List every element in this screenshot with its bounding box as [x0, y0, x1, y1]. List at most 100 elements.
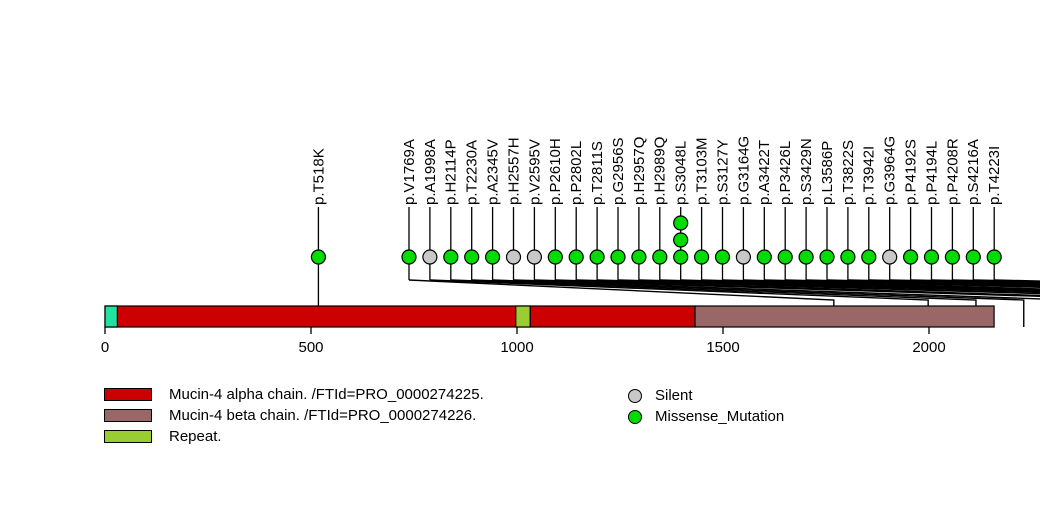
lollipop-circle — [965, 249, 981, 265]
mutation-label: p.S4216A — [965, 139, 982, 205]
axis-tick-label: 2000 — [912, 339, 945, 356]
missense-circle-swatch — [628, 409, 642, 424]
lollipop-connector — [492, 279, 1040, 300]
domain-segment — [515, 305, 531, 328]
domain-segment — [104, 305, 696, 328]
lollipop-circle — [819, 249, 835, 265]
mutation-label: p.P3426L — [777, 141, 794, 205]
lollipop-circle — [840, 249, 856, 265]
lollipop-circle — [526, 249, 543, 265]
mutation-label: p.T2811S — [589, 141, 606, 205]
lollipop-circle — [485, 249, 501, 265]
mutation-label: p.S3127Y — [714, 139, 731, 205]
lollipop-circle — [652, 249, 668, 265]
lollipop-connector — [743, 279, 1040, 290]
mutation-label: p.T3103M — [694, 137, 711, 205]
mutation-label: p.A1998A — [422, 139, 439, 205]
mutation-label: p.A2345V — [485, 139, 502, 205]
lollipop-circle — [798, 249, 814, 265]
lollipop-circle — [714, 249, 731, 265]
lollipop-circle — [610, 249, 626, 265]
mutation-label: p.P2610H — [547, 138, 564, 205]
axis-tick-label: 1500 — [706, 339, 739, 356]
silent-circle-swatch — [628, 388, 642, 403]
lollipop-circle — [547, 249, 563, 265]
lollipop-circle — [464, 249, 480, 265]
lollipop-circle — [443, 249, 459, 265]
lollipop-circle — [693, 249, 710, 265]
legend-item-beta-chain: Mucin-4 beta chain. /FTId=PRO_0000274226… — [104, 405, 484, 426]
mutation-label: p.T2230A — [464, 140, 481, 205]
mutation-label: p.T3822S — [840, 140, 857, 205]
beta-chain-swatch — [104, 409, 152, 422]
axis-group: 0 500 1000 1500 2000 — [101, 327, 946, 356]
beta-chain-label: Mucin-4 beta chain. /FTId=PRO_0000274226… — [169, 407, 477, 424]
axis-tick-label: 0 — [101, 339, 109, 356]
mutation-label: p.T3942I — [861, 146, 878, 205]
mutation-label: p.G3164G — [735, 136, 752, 205]
lollipop-circle — [986, 249, 1002, 265]
lollipop-connector — [471, 279, 1025, 327]
lollipop-circle — [631, 249, 647, 265]
mutation-label: p.V1769A — [401, 139, 418, 205]
mutation-label: p.S3048L — [673, 141, 690, 205]
domain-segment — [104, 305, 118, 328]
mutation-label: p.P4194L — [923, 141, 940, 205]
lollipop-circle — [777, 249, 793, 265]
mutation-label: p.V2595V — [526, 139, 543, 205]
mutation-label: p.L3586P — [819, 141, 836, 205]
lollipop-circle — [673, 232, 689, 248]
axis-tick-label: 1000 — [500, 339, 533, 356]
legend-item-alpha-chain: Mucin-4 alpha chain. /FTId=PRO_000027422… — [104, 384, 484, 405]
lollipop-circle — [310, 249, 327, 265]
legend-item-repeat: Repeat. — [104, 426, 484, 447]
mutation-label: p.A3422T — [756, 140, 773, 205]
domain-legend: Mucin-4 alpha chain. /FTId=PRO_000027422… — [104, 384, 484, 447]
mutation-label: p.P2802L — [568, 141, 585, 205]
stem-group — [317, 207, 995, 327]
lollipop-connector — [555, 279, 1040, 297]
lollipop-circle — [902, 249, 919, 265]
lollipop-circle — [673, 215, 689, 231]
axis-tick-label: 500 — [298, 339, 323, 356]
mutation-label: p.G2956S — [610, 137, 627, 205]
lollipop-circle — [673, 249, 689, 265]
lollipop-circle — [861, 249, 877, 265]
mutation-label: p.T4223I — [986, 146, 1003, 205]
alpha-chain-label: Mucin-4 alpha chain. /FTId=PRO_000027422… — [169, 386, 484, 403]
lollipop-heads — [310, 215, 1002, 265]
lollipop-circle — [568, 249, 584, 265]
lollipop-circle — [882, 249, 898, 265]
lollipop-circle — [589, 249, 605, 265]
mutation-label: p.T518K — [310, 148, 327, 205]
lollipop-circle — [923, 249, 940, 265]
domain-bar — [104, 305, 995, 328]
mutation-label: p.H2557H — [505, 137, 522, 205]
lollipop-circle — [735, 249, 752, 265]
legend-item-silent: Silent — [628, 385, 784, 406]
repeat-swatch — [104, 430, 152, 443]
silent-label: Silent — [655, 387, 693, 404]
domain-segment — [694, 305, 995, 328]
mutation-label: p.P4192S — [903, 139, 920, 205]
mutation-type-legend: Silent Missense_Mutation — [628, 385, 784, 427]
connector-group — [408, 279, 1040, 327]
mutation-label: p.H2957Q — [631, 137, 648, 205]
mutation-label: p.H2989Q — [652, 137, 669, 205]
mutation-label: p.G3964G — [882, 136, 899, 205]
lollipop-connector — [597, 279, 1040, 295]
lollipop-circle — [944, 249, 961, 265]
missense-label: Missense_Mutation — [655, 408, 785, 425]
lollipop-circle — [401, 249, 417, 265]
mutation-label: p.S3429N — [798, 138, 815, 205]
alpha-chain-swatch — [104, 388, 152, 401]
legend-item-missense: Missense_Mutation — [628, 406, 784, 427]
lollipop-circle — [422, 249, 438, 265]
mutation-label: p.P4208R — [944, 138, 961, 205]
repeat-label: Repeat. — [169, 428, 222, 445]
lollipop-circle — [505, 249, 522, 265]
mutation-label: p.H2114P — [443, 139, 460, 205]
